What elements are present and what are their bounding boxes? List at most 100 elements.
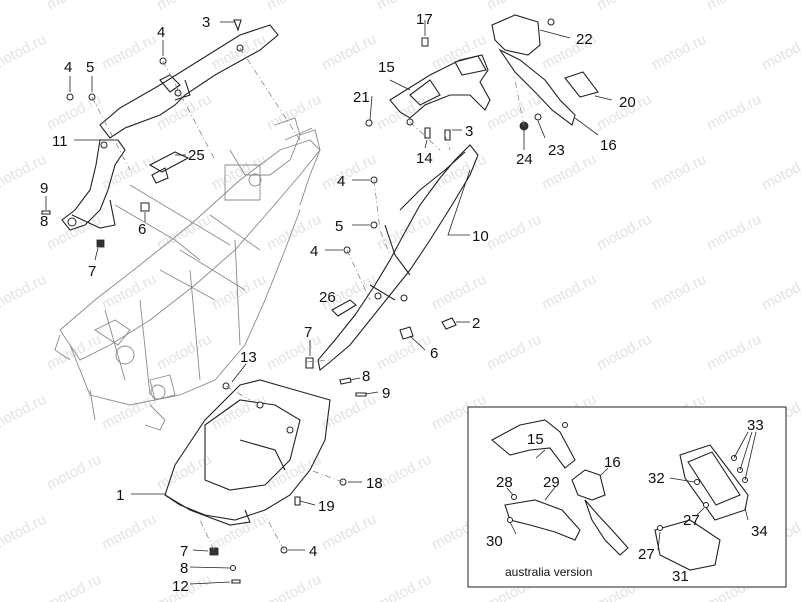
callout-16-inset: 16 — [604, 454, 621, 471]
watermark-text: motod.ru — [44, 0, 104, 14]
callout-14: 14 — [416, 150, 433, 167]
watermark-text: motod.ru — [99, 511, 159, 554]
watermark-text: motod.ru — [374, 571, 434, 602]
watermark-text: motod.ru — [99, 271, 159, 314]
watermark-text: motod.ru — [649, 31, 709, 74]
watermark-text: motod.ru — [99, 151, 159, 194]
callout-5-left: 5 — [86, 59, 94, 76]
watermark-text: motod.ru — [0, 391, 49, 434]
watermark-text: motod.ru — [649, 271, 709, 314]
watermark-text: motod.ru — [429, 31, 489, 74]
watermark-text: motod.ru — [429, 271, 489, 314]
rear-light-16 — [491, 14, 576, 126]
callout-8-left: 8 — [40, 213, 48, 230]
callout-33: 33 — [747, 417, 764, 434]
inset-plate-holder-34 — [679, 444, 749, 521]
inset-caption: australia version — [505, 565, 592, 579]
callout-4-right-upper: 4 — [337, 173, 345, 190]
callout-18: 18 — [366, 475, 383, 492]
callout-17: 17 — [416, 11, 433, 28]
callout-6-left: 6 — [138, 221, 146, 238]
inset-leaders — [506, 431, 757, 551]
callout-1: 1 — [116, 487, 124, 504]
watermark-text: motod.ru — [704, 0, 764, 14]
callout-34: 34 — [751, 523, 768, 540]
callout-29: 29 — [543, 474, 560, 491]
right-hardware — [305, 127, 457, 397]
callout-16: 16 — [600, 137, 617, 154]
inset-bracket-29 — [504, 499, 581, 541]
watermark-text: motod.ru — [264, 331, 324, 374]
callout-10: 10 — [472, 228, 489, 245]
reflector-20 — [564, 71, 599, 98]
callout-11: 11 — [52, 133, 68, 150]
side-fairing-10 — [317, 144, 479, 371]
watermark-text: motod.ru — [594, 331, 654, 374]
clip-25 — [148, 151, 190, 184]
callout-3-top: 3 — [202, 14, 210, 31]
watermark-text: motod.ru — [704, 331, 764, 374]
callout-4-handle: 4 — [157, 24, 165, 41]
watermark-text: motod.ru — [264, 0, 324, 14]
watermark-text: motod.ru — [594, 0, 654, 14]
mudguard-hardware — [209, 382, 347, 584]
callout-12: 12 — [172, 578, 189, 595]
callout-8-right: 8 — [362, 368, 370, 385]
australia-inset: australia version — [467, 406, 787, 588]
watermark-text: motod.ru — [759, 271, 802, 314]
watermark-text: motod.ru — [44, 451, 104, 494]
watermark-text: motod.ru — [44, 571, 104, 602]
callout-2: 2 — [472, 315, 480, 332]
watermark-text: motod.ru — [374, 451, 434, 494]
inset-rear-light-16 — [571, 469, 629, 556]
watermark-text: motod.ru — [704, 211, 764, 254]
watermark-text: motod.ru — [484, 331, 544, 374]
watermark-text: motod.ru — [484, 91, 544, 134]
watermark-text: motod.ru — [0, 511, 49, 554]
inset-tail-support-15 — [491, 419, 576, 469]
callout-21: 21 — [353, 89, 370, 106]
watermark-text: motod.ru — [704, 91, 764, 134]
watermark-text: motod.ru — [0, 31, 49, 74]
callout-22: 22 — [576, 31, 593, 48]
callout-25: 25 — [188, 147, 205, 164]
main-frame — [54, 117, 321, 431]
watermark-text: motod.ru — [209, 271, 269, 314]
callout-13: 13 — [240, 349, 257, 366]
watermark-text: motod.ru — [99, 31, 159, 74]
alignment-lines — [91, 47, 525, 551]
watermark-text: motod.ru — [539, 271, 599, 314]
callout-4-right-lower: 4 — [310, 243, 318, 260]
callout-6-right: 6 — [430, 345, 438, 362]
watermark-text: motod.ru — [374, 331, 434, 374]
callout-7-left: 7 — [88, 263, 96, 280]
watermark-text: motod.ru — [209, 31, 269, 74]
callout-26: 26 — [319, 289, 336, 306]
clip-26 — [331, 299, 357, 317]
callout-4-left: 4 — [64, 59, 72, 76]
watermark-text: motod.ru — [0, 271, 49, 314]
callout-3-right: 3 — [465, 123, 473, 140]
watermark-text: motod.ru — [264, 91, 324, 134]
callout-32: 32 — [648, 470, 665, 487]
callout-15-inset: 15 — [527, 431, 544, 448]
callout-20: 20 — [619, 94, 636, 111]
watermark-text: motod.ru — [374, 91, 434, 134]
callout-27-upper: 27 — [683, 512, 700, 529]
inset-bracket-31 — [654, 519, 721, 571]
callout-28: 28 — [496, 474, 513, 491]
callout-9-left: 9 — [40, 180, 48, 197]
watermark-text: motod.ru — [484, 211, 544, 254]
watermark-text: motod.ru — [649, 151, 709, 194]
callout-15: 15 — [378, 59, 395, 76]
watermark-text: motod.ru — [484, 0, 544, 14]
callout-7-right: 7 — [304, 324, 312, 341]
watermark-text: motod.ru — [319, 151, 379, 194]
watermark-text: motod.ru — [44, 211, 104, 254]
tail-support-15 — [365, 37, 491, 127]
callout-23: 23 — [548, 142, 565, 159]
grab-handle — [99, 24, 279, 139]
callout-numbers: 3 4 4 5 11 25 9 8 6 7 17 15 21 22 20 16 … — [40, 11, 768, 595]
watermark-text: motod.ru — [154, 331, 214, 374]
